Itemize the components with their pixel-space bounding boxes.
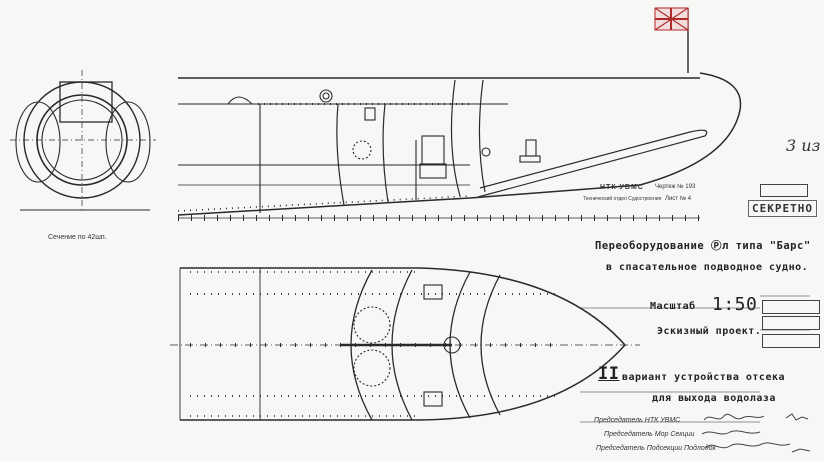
drawing-number: Чертеж № 193 [655,184,696,190]
drawing-org: НТК УВМС [600,184,644,191]
registry-box-3 [762,334,820,348]
sheet-number: Лист № 4 [665,196,692,202]
title-line-1: Переоборудование Ⓟл типа "Барс" [595,240,811,252]
registry-box-2 [762,316,820,330]
title-line-2: в спасательное подводное судно. [606,262,809,273]
sign-line-1: Председатель НТК УВМС [594,417,681,424]
scale-value: 1:50 [712,294,758,315]
project-label: Эскизный проект. [657,326,762,337]
archive-stamp [760,184,808,197]
signatures [701,413,811,453]
plan-view [170,267,640,421]
side-elevation-view [177,7,742,221]
variant-numeral: II [598,364,620,384]
variant-line-1: вариант устройства отсека [622,372,786,383]
secret-stamp: СЕКРЕТНО [748,200,817,217]
sign-line-3: Председатель Подсекции Подлодок [596,445,716,452]
variant-line-2: для выхода водолаза [652,393,776,404]
scale-label: Масштаб [650,301,696,312]
sign-line-2: Председатель Мор Секции [604,431,695,438]
drawing-subtitle: Технический отдел Судостроения [583,196,662,202]
corner-mark: 3 из [786,136,821,155]
registry-box-1 [762,300,820,314]
cross-section-view [10,70,156,211]
section-caption: Сечение по 42шп. [48,234,107,241]
